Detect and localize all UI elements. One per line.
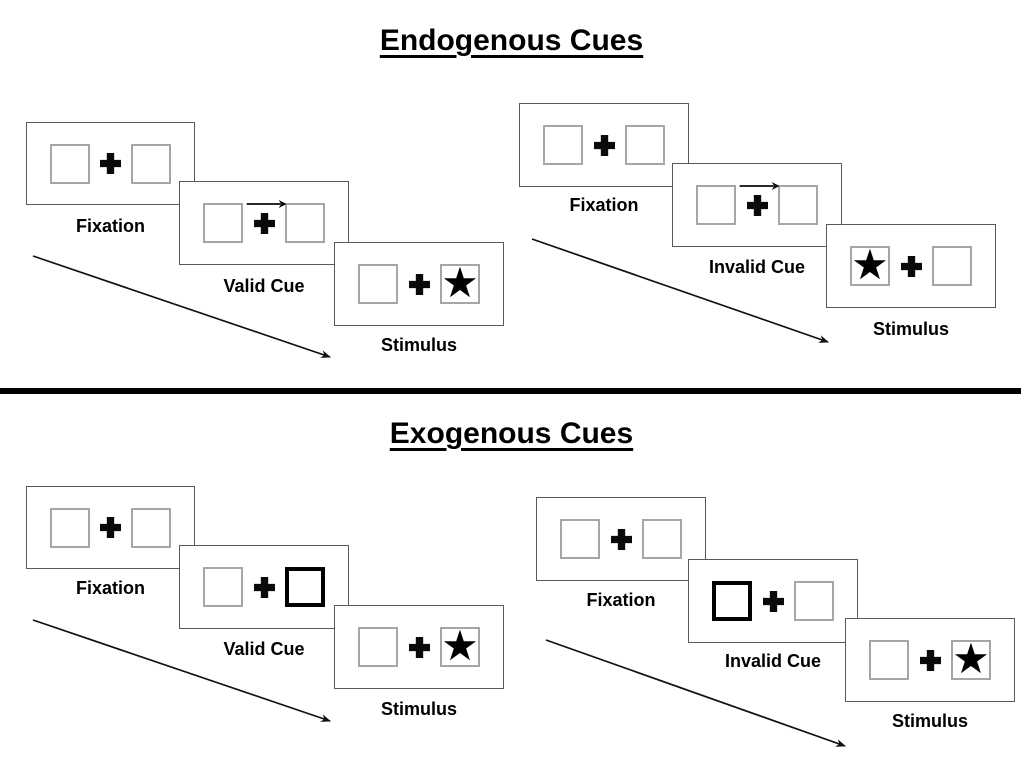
fixation-cross (900, 225, 922, 307)
timeline-arrow (531, 238, 829, 343)
cue-panel (688, 559, 858, 643)
section-title-text: Exogenous Cues (389, 417, 634, 450)
placeholder-box-left (696, 185, 736, 225)
fixation-cross (408, 606, 430, 688)
highlight-cue-box-right (285, 567, 325, 607)
placeholder-box-left (358, 627, 398, 667)
placeholder-box-right (131, 507, 171, 548)
fixation-cross-icon (253, 212, 275, 234)
stimulus-panel: ★ (334, 605, 504, 689)
fixation-cross (739, 164, 780, 246)
stimulus-panel: ★ (334, 242, 504, 326)
fixation-cross-icon (919, 649, 941, 671)
stimulus-panel: ★ (826, 224, 996, 308)
placeholder-box-right (285, 203, 325, 243)
fixation-cross-icon (100, 153, 121, 174)
section-title-text: Endogenous Cues (379, 24, 644, 57)
target-star-icon: ★ (851, 240, 889, 289)
placeholder-box-right (794, 581, 834, 621)
fixation-cross (408, 243, 430, 325)
timeline-arrow (32, 255, 331, 358)
placeholder-box-right (131, 143, 171, 184)
fixation-panel (26, 486, 195, 569)
fixation-cross (593, 104, 615, 186)
timeline-arrow (545, 639, 846, 747)
target-box-right: ★ (440, 621, 480, 670)
placeholder-box-left (869, 640, 909, 680)
fixation-cross (610, 498, 632, 580)
fixation-cross-icon (100, 517, 121, 538)
cue-panel (179, 545, 349, 629)
placeholder-box-right (932, 246, 972, 286)
arrow-cue-icon (739, 182, 780, 190)
fixation-cross-icon (408, 636, 430, 658)
arrow-cue-icon (246, 200, 287, 208)
cue-panel (179, 181, 349, 265)
target-box-right: ★ (951, 634, 991, 683)
fixation-cross-icon (253, 576, 275, 598)
cue-panel (672, 163, 842, 247)
fixation-cross-icon (610, 528, 632, 550)
fixation-cross-icon (900, 255, 922, 277)
placeholder-box-right (625, 125, 665, 165)
fixation-cross-icon (746, 194, 768, 216)
placeholder-box-left (203, 203, 243, 243)
placeholder-box-left (203, 567, 243, 607)
fixation-cross (246, 182, 287, 264)
fixation-cross (762, 560, 784, 642)
fixation-cross (100, 487, 121, 568)
placeholder-box-left (358, 264, 398, 304)
target-star-icon: ★ (441, 258, 479, 307)
fixation-panel (519, 103, 689, 187)
placeholder-box-left (560, 519, 600, 559)
highlight-cue-box-left (712, 581, 752, 621)
fixation-cross (253, 546, 275, 628)
fixation-cross-icon (762, 590, 784, 612)
placeholder-box-right (642, 519, 682, 559)
section-divider (0, 388, 1021, 394)
fixation-cross-icon (408, 273, 430, 295)
section-title-exogenous: Exogenous Cues (0, 417, 1023, 451)
fixation-cross-icon (593, 134, 615, 156)
placeholder-box-left (50, 143, 90, 184)
target-star-icon: ★ (952, 634, 990, 683)
target-star-icon: ★ (441, 621, 479, 670)
fixation-panel (536, 497, 706, 581)
placeholder-box-left (50, 507, 90, 548)
timeline-arrow (32, 619, 331, 722)
section-title-endogenous: Endogenous Cues (0, 24, 1023, 58)
target-box-left: ★ (850, 240, 890, 289)
fixation-cross (100, 123, 121, 204)
placeholder-box-right (778, 185, 818, 225)
target-box-right: ★ (440, 258, 480, 307)
fixation-panel (26, 122, 195, 205)
placeholder-box-left (543, 125, 583, 165)
fixation-cross (919, 619, 941, 701)
stimulus-panel: ★ (845, 618, 1015, 702)
